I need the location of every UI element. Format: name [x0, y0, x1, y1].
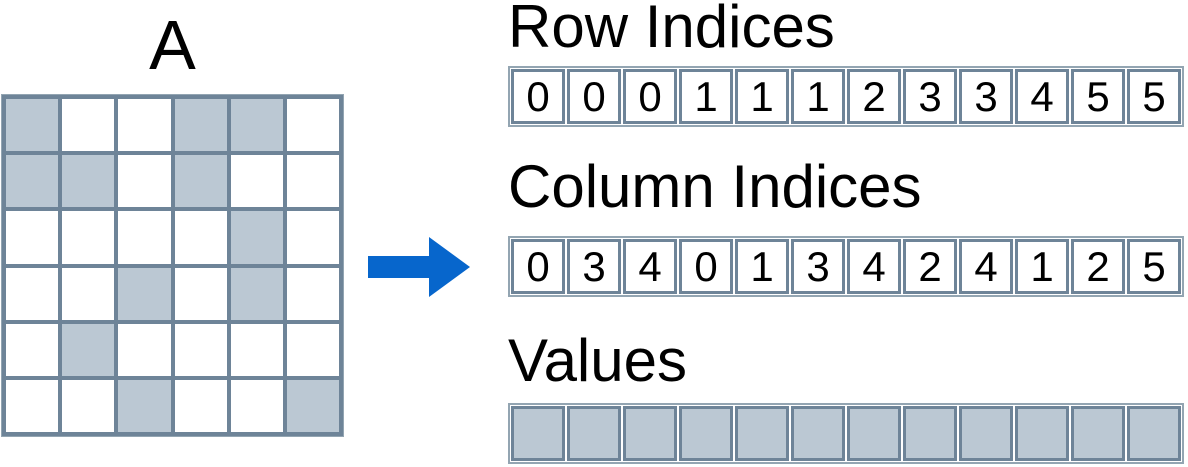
- row-indices-cell: 1: [679, 69, 733, 124]
- matrix-cell: [62, 267, 115, 320]
- values-cell: [567, 406, 621, 461]
- matrix-cell: [6, 323, 59, 376]
- column-indices-cell: 1: [1015, 239, 1069, 294]
- values-array: [508, 403, 1184, 464]
- values-cell: [679, 406, 733, 461]
- matrix-cell: [62, 379, 115, 432]
- matrix-cell: [6, 155, 59, 208]
- right-arrow-icon: [368, 237, 470, 297]
- matrix-cell: [118, 267, 171, 320]
- column-indices-cell: 3: [567, 239, 621, 294]
- matrix-cell: [62, 155, 115, 208]
- matrix-cell: [174, 267, 227, 320]
- matrix-label: A: [149, 6, 196, 84]
- row-indices-cell: 0: [511, 69, 565, 124]
- matrix-cell: [6, 267, 59, 320]
- values-cell: [1015, 406, 1069, 461]
- matrix-grid: [1, 94, 344, 437]
- values-cell: [1071, 406, 1125, 461]
- matrix-cell: [174, 379, 227, 432]
- matrix-cell: [118, 323, 171, 376]
- column-indices-cell: 1: [735, 239, 789, 294]
- matrix-cell: [286, 379, 339, 432]
- matrix-cell: [230, 211, 283, 264]
- matrix-cell: [118, 99, 171, 152]
- column-indices-cell: 0: [679, 239, 733, 294]
- values-cell: [511, 406, 565, 461]
- matrix-cell: [118, 379, 171, 432]
- matrix-cell: [230, 267, 283, 320]
- matrix-cell: [286, 99, 339, 152]
- column-indices-cell: 5: [1127, 239, 1181, 294]
- matrix-cell: [174, 155, 227, 208]
- matrix-cell: [230, 99, 283, 152]
- matrix-cell: [62, 99, 115, 152]
- row-indices-cell: 1: [791, 69, 845, 124]
- values-cell: [847, 406, 901, 461]
- values-cell: [791, 406, 845, 461]
- matrix-cell: [62, 211, 115, 264]
- values-cell: [903, 406, 957, 461]
- matrix-cell: [174, 323, 227, 376]
- column-indices-cell: 4: [847, 239, 901, 294]
- values-cell: [959, 406, 1013, 461]
- matrix-cell: [286, 155, 339, 208]
- row-indices-cell: 2: [847, 69, 901, 124]
- column-indices-cell: 0: [511, 239, 565, 294]
- values-title: Values: [508, 327, 688, 394]
- matrix-cell: [6, 379, 59, 432]
- matrix-cell: [118, 155, 171, 208]
- values-cell: [623, 406, 677, 461]
- row-indices-cell: 3: [959, 69, 1013, 124]
- row-indices-cell: 1: [735, 69, 789, 124]
- matrix-cell: [174, 211, 227, 264]
- matrix-cell: [286, 323, 339, 376]
- values-cell: [1127, 406, 1181, 461]
- column-indices-cell: 2: [903, 239, 957, 294]
- row-indices-cell: 0: [567, 69, 621, 124]
- column-indices-cell: 2: [1071, 239, 1125, 294]
- matrix-cell: [286, 211, 339, 264]
- row-indices-cell: 5: [1071, 69, 1125, 124]
- matrix-cell: [118, 211, 171, 264]
- matrix-cell: [6, 99, 59, 152]
- column-indices-cell: 4: [959, 239, 1013, 294]
- matrix-cell: [230, 379, 283, 432]
- matrix-cell: [286, 267, 339, 320]
- matrix-cell: [62, 323, 115, 376]
- row-indices-cell: 3: [903, 69, 957, 124]
- values-cell: [735, 406, 789, 461]
- matrix-cell: [6, 211, 59, 264]
- row-indices-cell: 0: [623, 69, 677, 124]
- matrix-cell: [230, 323, 283, 376]
- matrix-cell: [230, 155, 283, 208]
- column-indices-title: Column Indices: [508, 153, 922, 220]
- matrix-cell: [174, 99, 227, 152]
- column-indices-cell: 3: [791, 239, 845, 294]
- row-indices-cell: 4: [1015, 69, 1069, 124]
- column-indices-cell: 4: [623, 239, 677, 294]
- row-indices-cell: 5: [1127, 69, 1181, 124]
- row-indices-title: Row Indices: [508, 0, 835, 60]
